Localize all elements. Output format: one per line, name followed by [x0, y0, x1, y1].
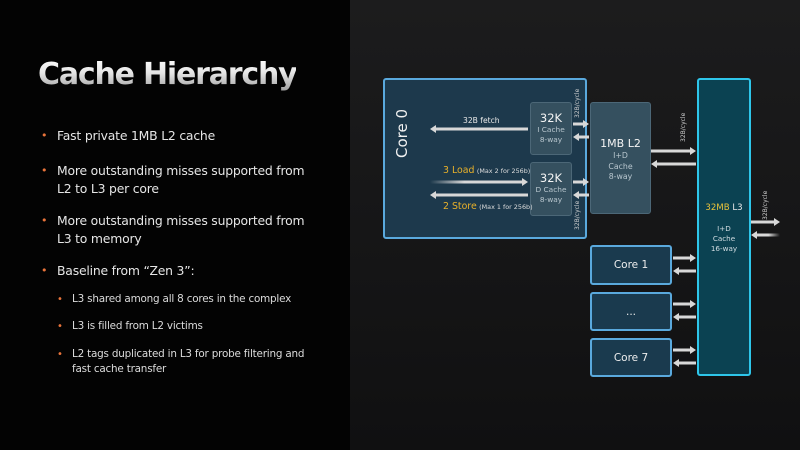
bandwidth-label-l2-l3: 32B/cycle	[680, 112, 687, 142]
dcache-assoc: 8-way	[539, 194, 563, 204]
core-ellipsis-label: ...	[625, 305, 636, 318]
bullet-text: Fast private 1MB L2 cache	[57, 128, 216, 143]
core0-label: Core 0	[393, 108, 411, 158]
bandwidth-label-dcache-l2: 32B/cycle	[574, 200, 581, 230]
store-count: 2 Store	[443, 201, 477, 212]
l2-size: 1MB L2	[600, 137, 641, 150]
l3-level: L3	[732, 203, 743, 213]
dcache-name: D Cache	[535, 185, 567, 194]
bullet-text: L2 to L3 per core	[57, 181, 159, 196]
bullet-text: fast cache transfer	[72, 363, 167, 375]
load-count: 3 Load	[443, 165, 475, 176]
bullet-text: More outstanding misses supported from	[57, 163, 305, 178]
bullet-baseline-zen3: • Baseline from “Zen 3”:	[41, 262, 195, 280]
bullet-dot-icon: •	[41, 214, 48, 227]
dcache-box: 32K D Cache 8-way	[530, 162, 572, 216]
dcache-size: 32K	[539, 171, 563, 185]
bullet-l3-memory-misses: • More outstanding misses supported from…	[41, 212, 305, 248]
core7-label: Core 7	[613, 351, 649, 364]
l3-line1: I+D	[717, 224, 731, 233]
sub-bullet-l2-tags: • L2 tags duplicated in L3 for probe fil…	[57, 347, 305, 377]
l3-details: I+D Cache 16-way	[697, 224, 751, 254]
bandwidth-label-l3-memory: 32B/cycle	[762, 190, 769, 220]
bullet-text: L2 tags duplicated in L3 for probe filte…	[72, 348, 305, 360]
icache-name: I Cache	[537, 125, 565, 134]
icache-assoc: 8-way	[539, 134, 563, 144]
l2-cache-box: 1MB L2 I+D Cache 8-way	[590, 102, 651, 214]
load-label: 3 Load (Max 2 for 256b)	[443, 165, 530, 176]
fetch-label: 32B fetch	[463, 116, 500, 125]
sub-bullet-l3-filled: • L3 is filled from L2 victims	[57, 319, 203, 334]
load-note: (Max 2 for 256b)	[476, 167, 531, 175]
icache-size: 32K	[539, 111, 563, 125]
core-ellipsis-box: ...	[590, 292, 672, 331]
slide-title: Cache Hierarchy	[38, 57, 298, 92]
sub-bullet-l3-shared: • L3 shared among all 8 cores in the com…	[57, 292, 292, 307]
bullet-text: Baseline from “Zen 3”:	[57, 263, 195, 278]
l3-cache-box	[697, 78, 751, 376]
bullet-text: L3 to memory	[57, 231, 142, 246]
bullet-dot-icon: •	[57, 349, 63, 360]
l2-line2: Cache	[608, 161, 633, 171]
bandwidth-label-icache-l2: 32B/cycle	[574, 88, 581, 118]
store-note: (Max 1 for 256b)	[479, 203, 533, 211]
l2-line1: I+D	[613, 151, 628, 160]
bullet-dot-icon: •	[41, 129, 48, 142]
l3-size: 32MB	[705, 203, 730, 213]
bullet-l2-l3-misses: • More outstanding misses supported from…	[41, 162, 305, 198]
l3-assoc: 16-way	[710, 244, 738, 253]
bullet-dot-icon: •	[41, 264, 48, 277]
bullet-dot-icon: •	[57, 321, 63, 332]
core1-label: Core 1	[613, 259, 649, 271]
bullet-dot-icon: •	[57, 294, 63, 305]
bullet-dot-icon: •	[41, 164, 48, 177]
bullet-text: L3 is filled from L2 victims	[72, 320, 203, 332]
l2-assoc: 8-way	[608, 172, 633, 181]
bullet-text: More outstanding misses supported from	[57, 213, 305, 228]
l3-line2: Cache	[712, 234, 736, 243]
icache-box: 32K I Cache 8-way	[530, 102, 572, 155]
bullet-l2-cache: • Fast private 1MB L2 cache	[41, 127, 216, 145]
bullet-text: L3 shared among all 8 cores in the compl…	[72, 293, 292, 305]
l3-title: 32MB L3	[697, 203, 751, 213]
core7-box: Core 7	[590, 338, 672, 377]
store-label: 2 Store (Max 1 for 256b)	[443, 201, 533, 212]
left-panel	[0, 0, 350, 450]
core1-box: Core 1	[590, 245, 672, 285]
